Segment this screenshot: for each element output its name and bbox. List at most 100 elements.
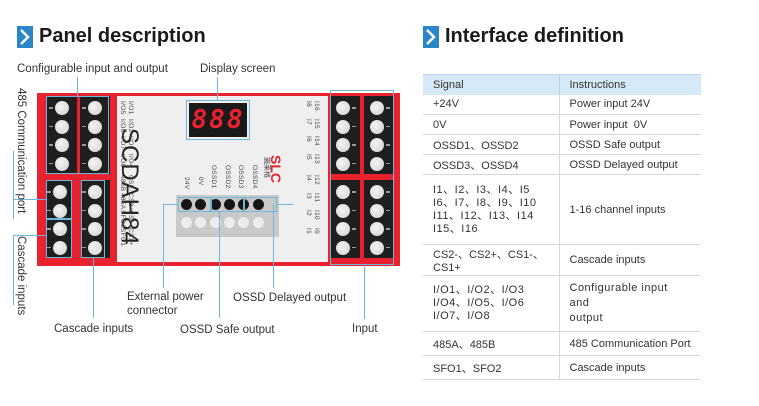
terminal-screw <box>370 156 384 171</box>
terminal-label-right: I7 <box>305 118 312 125</box>
terminal-label-right: I9 <box>313 227 320 234</box>
cell-instruction: Power input 0V <box>559 114 701 135</box>
terminal-screw <box>88 203 102 218</box>
box-power <box>178 197 211 212</box>
header-signal: Signal <box>423 74 560 95</box>
terminal-indicator <box>386 228 390 230</box>
power-pin <box>223 199 235 210</box>
cell-instruction: OSSD Delayed output <box>559 154 701 175</box>
power-pin-socket <box>238 217 250 228</box>
terminal-screw <box>370 185 384 199</box>
display-screen: 888 <box>189 103 247 137</box>
terminal-screw <box>336 119 350 134</box>
table-row: +24V Power input 24V <box>423 94 701 115</box>
terminal-indicator <box>49 162 53 164</box>
callout-485-port: 485 Communication port <box>15 88 27 214</box>
terminal-label-left: I/O3 <box>127 136 134 150</box>
terminal-label-right: I3 <box>305 192 312 199</box>
power-pin-label: OSSD1 <box>210 165 217 189</box>
box-ossd-delayed <box>244 197 277 212</box>
terminal-indicator <box>82 246 86 248</box>
power-pin-label: OSSD3 <box>237 165 244 189</box>
cell-signal: OSSD1、OSSD2 <box>423 134 560 155</box>
terminal-indicator <box>47 209 51 211</box>
callout-ossd-delayed: OSSD Delayed output <box>233 292 347 304</box>
terminal-label-left: I/O2 <box>127 118 134 132</box>
line-power-h <box>163 204 178 205</box>
cell-signal: I1、I2、I3、I4、I5 I6、I7、I8、I9、I10 I11、I12、I… <box>423 174 560 245</box>
terminal-label-right: I16 <box>313 101 320 111</box>
terminal-label-right: I6 <box>305 136 312 143</box>
terminal-screw <box>53 240 67 255</box>
terminal-indicator <box>386 125 390 127</box>
power-pin-socket <box>209 217 221 228</box>
line-cascade-bottom <box>93 258 94 318</box>
terminal-label-left: I/O8 <box>119 153 126 167</box>
terminal-label-left: 485A <box>119 192 126 209</box>
power-pin <box>181 199 192 210</box>
table-row: OSSD1、OSSD2 OSSD Safe output <box>423 134 701 155</box>
terminal-screw <box>53 185 67 199</box>
cell-signal: SFO1、SFO2 <box>423 355 560 380</box>
cell-instruction: Configurable input and output <box>559 275 701 332</box>
terminal-label-right: I13 <box>313 153 320 164</box>
terminal-screw <box>55 119 69 134</box>
terminal-indicator <box>82 162 86 164</box>
chevron-right-icon <box>423 25 439 48</box>
terminal-indicator <box>47 246 51 248</box>
terminal-indicator <box>352 209 356 211</box>
terminal-indicator <box>49 125 53 127</box>
callout-input: Input <box>352 323 378 335</box>
cell-instruction: Cascade inputs <box>559 355 701 380</box>
terminal-screw <box>88 138 102 152</box>
terminal-label-right: I2 <box>305 210 312 217</box>
terminal-indicator <box>386 209 390 211</box>
terminal-label-right: I4 <box>305 175 312 182</box>
power-pin-socket <box>223 217 235 228</box>
cell-signal: 485A、485B <box>423 331 560 356</box>
terminal-screw <box>53 203 67 218</box>
terminal-indicator <box>82 107 86 109</box>
line-configurable-io <box>77 77 78 96</box>
callout-cascade-inputs-left: Cascade inputs <box>15 236 27 316</box>
cell-instruction: 485 Communication Port <box>559 331 701 356</box>
terminal-indicator <box>352 125 356 127</box>
terminal-label-right: I12 <box>313 175 320 185</box>
terminal-indicator <box>352 246 356 248</box>
box-display <box>186 100 250 140</box>
terminal-label-left: CS2- <box>127 175 134 192</box>
power-pin-socket <box>195 217 207 228</box>
terminal-screw <box>88 156 102 171</box>
terminal-screw <box>88 185 102 199</box>
terminal-screw <box>370 222 384 236</box>
line-ossd-delayed-v <box>273 204 274 288</box>
terminal-indicator <box>49 144 53 146</box>
cell-signal: +24V <box>423 94 560 115</box>
terminal-screw <box>88 101 102 115</box>
box-configurable-io <box>46 96 109 174</box>
panel-description-title: Panel description <box>39 25 206 47</box>
line-input <box>364 265 365 319</box>
terminal-label-right: I15 <box>313 118 320 129</box>
cell-signal: I/O1、I/O2、I/O3 I/O4、I/O5、I/O6 I/O7、I/O8 <box>423 275 560 332</box>
line-cascade-left-h <box>13 235 46 236</box>
terminal-label-right: I14 <box>313 136 320 146</box>
terminal-indicator <box>352 107 356 109</box>
table-row: I/O1、I/O2、I/O3 I/O4、I/O5、I/O6 I/O7、I/O8 … <box>423 275 701 332</box>
line-485-h <box>13 199 46 200</box>
terminal-indicator <box>352 144 356 146</box>
terminal-label-left: I/O7 <box>119 136 126 150</box>
header-instructions: Instructions <box>559 74 701 95</box>
terminal-screw <box>336 138 350 152</box>
line-power-v <box>163 204 164 288</box>
terminal-indicator <box>47 228 51 230</box>
table-row: SFO1、SFO2 Cascade inputs <box>423 355 701 380</box>
terminal-label-left: CS1- <box>127 210 134 227</box>
interface-table: Signal Instructions +24V Power input 24V… <box>423 74 701 380</box>
table-row: OSSD3、OSSD4 OSSD Delayed output <box>423 154 701 175</box>
table-row: CS2-、CS2+、CS1-、CS1+ Cascade inputs <box>423 244 701 276</box>
power-pin <box>252 199 264 210</box>
terminal-screw <box>55 101 69 115</box>
terminal-screw <box>336 222 350 236</box>
cell-signal: OSSD3、OSSD4 <box>423 154 560 175</box>
